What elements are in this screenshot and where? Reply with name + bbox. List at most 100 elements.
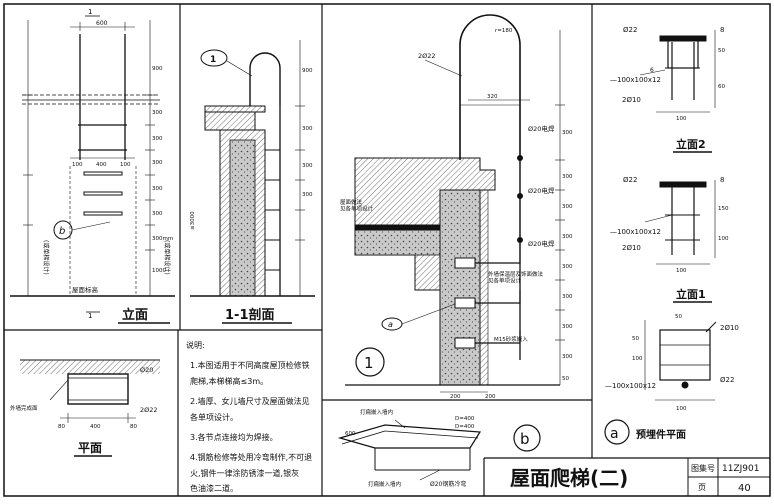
elev1-dim-8: 8 [720,176,724,184]
elev-dim-1000: 1000 [152,268,166,274]
plan-dim-80b: 80 [130,424,137,430]
elev2-dim-50: 50 [718,48,725,54]
notes-line-3: 2.墙厚、女儿墙尺寸及屋面做法见 [190,396,310,406]
detail1-width-320: 320 [487,94,498,100]
detail1-weld-1: Ø20电焊 [528,124,555,133]
detail1-bottom-dim-1: 200 [450,394,461,400]
plan-rod2: 2Ø22 [140,406,158,414]
section-dim-900: 900 [302,68,313,74]
title-block [483,458,770,496]
plan-caption: 平面 [78,441,102,455]
sheet-title: 屋面爬梯(二) [510,466,628,490]
elev-dim-900: 900 [152,66,163,72]
section-callout: 1 [210,55,216,65]
frame [3,3,771,497]
notes-line-4: 各单项设计。 [190,412,238,422]
elev1-rod2: 2Ø10 [622,244,641,252]
notes-line-2: 爬梯,本梯梯高≤3m。 [190,376,268,386]
detail-b-rod: Ø20钢筋冷弯 [430,480,466,488]
elev-roof-label: 屋面标高 [72,285,99,294]
page-label: 页 [698,483,706,492]
section-1-1-view [190,40,315,297]
detail1-mark: 1 [364,354,374,372]
elev-dim-300e: 300 [152,211,163,217]
notes-block: 说明: 1.本图适用于不同高度屋顶检修铁 爬梯,本梯梯高≤3m。 2.墙厚、女儿… [186,340,312,493]
elev2-bar: —100x100x12 [610,76,661,84]
elev2-dim-100: 100 [676,116,687,122]
detail-1-view [345,14,565,393]
embed-plan-view [604,320,717,445]
plan-view [20,359,160,423]
elev2-view [639,30,716,113]
detail-b-label-top: 打扁嵌入墙内 [360,408,393,416]
detail-b-view [337,419,541,481]
embed-mark: a [610,426,619,442]
elevation-view [10,15,175,313]
section-dim-300b: 300 [302,163,313,169]
detail1-dim-50: 50 [562,376,569,382]
embed-dim-50a: 50 [675,314,682,320]
elev-bottom-dim-1: 100 [72,162,83,168]
notes-line-1: 1.本图适用于不同高度屋顶检修铁 [190,360,310,370]
notes-line-5: 3.各节点连接均为焊接。 [190,432,278,442]
detail1-dim-6: 300 [562,294,573,300]
elev1-dim-150: 150 [718,206,729,212]
detail1-dim-3: 300 [562,204,573,210]
detail1-dim-8: 300 [562,354,573,360]
atlas-number: 11ZJ901 [722,464,759,474]
notes-line-7: 火,钢件一律涂防锈漆一道,银灰 [190,468,299,478]
detail1-parapet-note: 外墙保温层及饰面做法见各单项设计 [488,270,544,285]
elev1-bar: —100x100x12 [610,228,661,236]
elev-dim-300d: 300 [152,186,163,192]
elev-dim-300b: 300 [152,136,163,142]
elev2-texts: Ø22 —100x100x12 2Ø10 8 6 50 60 100 立面2 [610,26,725,153]
elev1-rod: Ø22 [623,176,637,184]
detail1-detail-a: a [388,320,393,329]
elev-note-right: (或单梯设计) [163,240,171,275]
detail1-bottom-dim-2: 200 [485,394,496,400]
embed-caption: 预埋件平面 [636,428,686,441]
title-block-texts: 屋面爬梯(二) 图集号 11ZJ901 页 40 [510,463,759,494]
embed-rod2: Ø22 [720,376,734,384]
section-dim-3000: ≤3000 [190,211,196,230]
elev2-dim-6: 6 [650,67,654,74]
elevation-caption: 立面 [122,307,148,323]
embed-dim-50b: 50 [632,336,639,342]
plan-rod: Ø20 [140,366,153,374]
elev-bottom-dim-3: 100 [120,162,131,168]
plan-edge: 外墙完成面 [10,404,38,412]
elev1-view [644,180,716,265]
elev1-dim-100a: 100 [718,236,729,242]
elevation-texts: 1 600 900 300 300 300 300 300 300mm 1000… [42,8,173,324]
elev1-caption: 立面1 [676,287,706,301]
embed-dim-100b: 100 [676,406,687,412]
elev2-dim-8: 8 [720,26,724,34]
detail1-dim-7: 300 [562,324,573,330]
notes-line-8: 色油漆二道。 [190,483,238,493]
elev-dim-300c: 300 [152,160,163,166]
elev2-rod: Ø22 [623,26,637,34]
elev-dim-300a: 300 [152,110,163,116]
section-texts: 1 900 300 300 300 ≤3000 1-1剖面 [190,55,313,324]
detail1-weld-2: Ø20电焊 [528,186,555,195]
detail1-dim-4: 300 [562,234,573,240]
detail1-roof-layers: 屋面做法见各单项设计 [340,198,374,213]
notes-heading: 说明: [186,340,205,350]
elev2-dim-60: 60 [718,84,725,90]
plan-dim-80a: 80 [58,424,65,430]
elev1-texts: Ø22 —100x100x12 2Ø10 8 150 100 100 立面1 [610,176,729,303]
elev1-dim-100b: 100 [676,268,687,274]
elev2-rod2: 2Ø10 [622,96,641,104]
detail-b-dim-d1: D=400 [455,416,475,422]
elev-bottom-dim-2: 400 [96,162,107,168]
atlas-label: 图集号 [691,463,715,473]
detail-b-label-bottom: 打扁嵌入墙内 [368,480,401,488]
elev-width-dim: 600 [96,20,108,27]
detail1-dim-1: 300 [562,130,573,136]
elev-note-left: (或单梯设计) [42,240,50,275]
embed-plan-texts: 2Ø10 —100x100x12 Ø22 50 50 100 100 a 预埋件… [605,314,739,442]
detail-b-dim-600: 600 [345,431,356,437]
elev-section-mark-bottom: 1 [88,312,92,320]
